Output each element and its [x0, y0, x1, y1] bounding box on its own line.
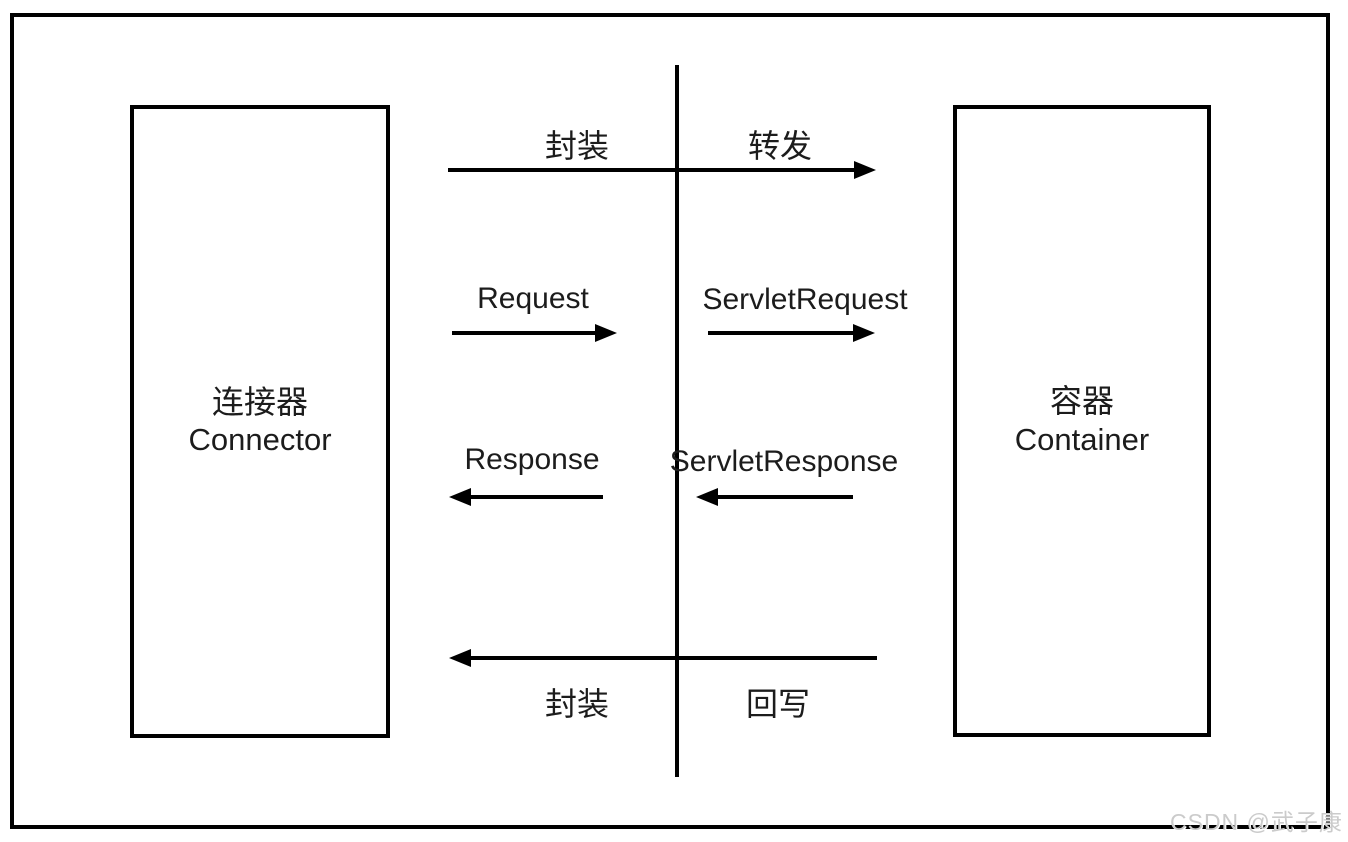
arrow-response-icon [470, 495, 603, 499]
container-title-en: Container [1014, 421, 1150, 457]
connector-title-zh: 连接器 [211, 383, 308, 420]
label-response: Response [464, 443, 600, 476]
arrow-request-icon [452, 331, 596, 335]
arrow-servlet-response-icon [717, 495, 853, 499]
container-title-zh: 容器 [1049, 383, 1114, 420]
arrow-encapsulate-forward-icon [448, 168, 855, 172]
label-writeback: 回写 [745, 686, 811, 722]
connector-title-en: Connector [188, 422, 332, 458]
container-box: 容器 Container [953, 105, 1211, 737]
boundary-divider-line [675, 65, 679, 777]
arrow-servlet-request-icon [708, 331, 854, 335]
label-request: Request [477, 282, 589, 315]
arrow-writeback-encapsulate-icon [470, 656, 877, 660]
label-servlet-request: ServletRequest [702, 283, 908, 316]
label-encapsulate-top: 封装 [544, 128, 610, 164]
label-forward: 转发 [747, 128, 813, 164]
label-servlet-response: ServletResponse [669, 445, 899, 478]
diagram-outer-border [10, 13, 1330, 829]
label-encapsulate-bottom: 封装 [544, 686, 610, 722]
csdn-watermark: CSDN @武子康 [1170, 809, 1343, 835]
connector-box: 连接器 Connector [130, 105, 390, 738]
